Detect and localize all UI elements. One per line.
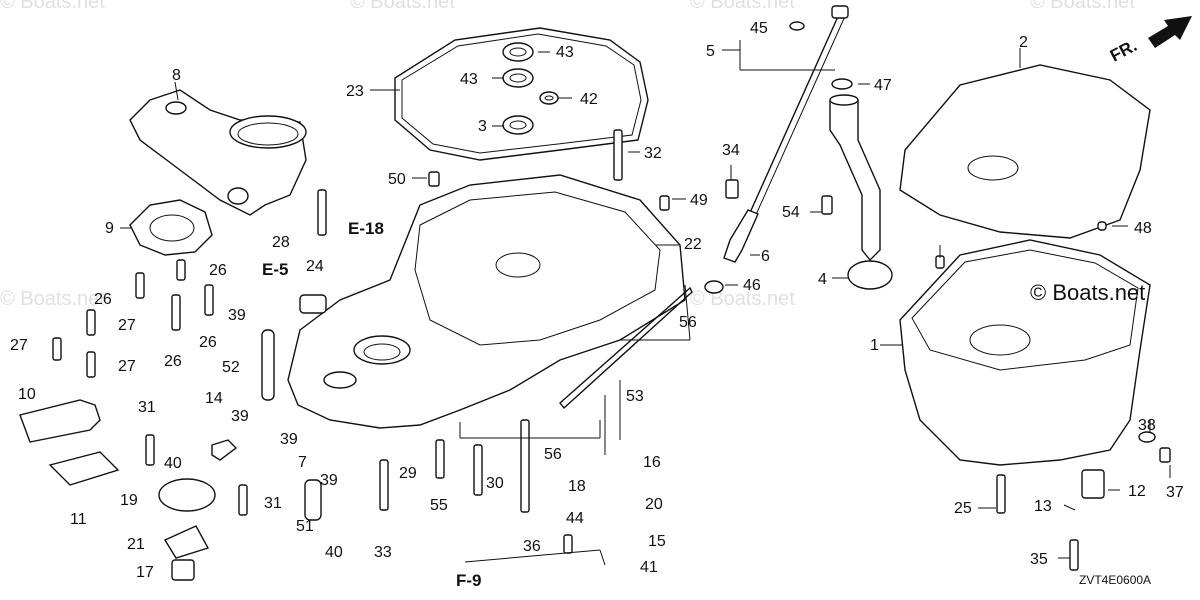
diagram-code: ZVT4E0600A (1079, 573, 1151, 587)
reference-f9: F-9 (456, 571, 482, 590)
callout-56: 56 (679, 314, 697, 331)
watermark-text: © Boats.net (0, 0, 105, 13)
callout-47: 47 (874, 77, 892, 94)
oil-pan-part (899, 239, 1151, 466)
oil-case-gasket-part (394, 27, 649, 161)
callout-53: 53 (626, 388, 644, 405)
callout-36: 36 (523, 538, 541, 555)
water-check-gasket-part (48, 451, 120, 486)
callout-26: 26 (209, 262, 227, 279)
callout-6: 6 (761, 248, 770, 265)
callout-21: 21 (127, 536, 145, 553)
callout-22: 22 (684, 236, 702, 253)
callout-20: 20 (645, 496, 663, 513)
callout-11: 11 (70, 511, 87, 528)
callout-7: 7 (298, 454, 307, 471)
callout-14: 14 (205, 390, 223, 407)
leader-lines (120, 40, 1171, 566)
callout-9: 9 (105, 220, 114, 237)
oil-dipstick-part (739, 11, 841, 236)
watermark-text: © Boats.net (350, 0, 455, 13)
callout-29: 29 (399, 465, 417, 482)
reference-e5: E-5 (262, 260, 288, 279)
callout-26c: 26 (164, 353, 182, 370)
front-arrow: FR. (1107, 16, 1192, 66)
callout-30: 30 (486, 475, 504, 492)
callout-19: 19 (120, 492, 138, 509)
water-check-part (19, 399, 101, 443)
callout-12: 12 (1128, 483, 1146, 500)
callout-43: 43 (556, 44, 574, 61)
callout-23: 23 (346, 83, 364, 100)
callout-16: 16 (643, 454, 661, 471)
callout-27c: 27 (118, 358, 136, 375)
callout-33: 33 (374, 544, 392, 561)
callout-24: 24 (306, 258, 324, 275)
callout-39c: 39 (280, 431, 298, 448)
oil-pan-gasket-part (899, 64, 1151, 239)
watermark-text: © Boats.net (0, 288, 105, 310)
callout-42: 42 (580, 91, 598, 108)
reference-labels: E-18 E-5 F-9 (262, 219, 482, 590)
callout-27: 27 (118, 317, 136, 334)
callout-51: 51 (296, 518, 314, 535)
callout-43b: 43 (460, 71, 478, 88)
callout-8: 8 (172, 67, 181, 84)
dipstick-guide-part (723, 209, 759, 263)
callout-26d: 26 (199, 334, 217, 351)
callout-25: 25 (954, 500, 972, 517)
callout-38: 38 (1138, 417, 1156, 434)
watermark-text: © Boats.net (1030, 0, 1135, 13)
callout-31: 31 (138, 399, 156, 416)
callout-41: 41 (640, 559, 658, 576)
callout-17: 17 (136, 564, 154, 581)
callout-15: 15 (648, 533, 666, 550)
callout-1: 1 (870, 337, 879, 354)
oil-case-part (287, 174, 686, 429)
front-arrow-label: FR. (1107, 36, 1140, 66)
callout-48: 48 (1134, 220, 1152, 237)
callout-49: 49 (690, 192, 708, 209)
callout-31b: 31 (264, 495, 282, 512)
callout-2: 2 (1019, 34, 1028, 51)
bolt-parts (52, 189, 1171, 571)
callout-39: 39 (228, 307, 246, 324)
callout-44: 44 (566, 510, 584, 527)
oil-strainer-part (829, 99, 881, 262)
callout-26b: 26 (94, 291, 112, 308)
callout-37: 37 (1166, 484, 1184, 501)
callout-50: 50 (388, 171, 406, 188)
callout-52: 52 (222, 359, 240, 376)
callout-35: 35 (1030, 551, 1048, 568)
callout-39b: 39 (231, 408, 249, 425)
watermark-text: © Boats.net (690, 0, 795, 13)
callout-40: 40 (164, 455, 182, 472)
callout-54: 54 (782, 204, 800, 221)
callout-40b: 40 (325, 544, 343, 561)
callout-labels: 1 2 3 4 5 6 7 8 9 10 11 12 13 14 15 16 1… (10, 20, 1184, 581)
callout-13: 13 (1034, 498, 1052, 515)
callout-18: 18 (568, 478, 586, 495)
reference-e18: E-18 (348, 219, 384, 238)
callout-32: 32 (644, 145, 662, 162)
callout-46: 46 (743, 277, 761, 294)
callout-55: 55 (430, 497, 448, 514)
callout-10: 10 (18, 386, 36, 403)
callout-3: 3 (478, 118, 487, 135)
callout-56b: 56 (544, 446, 562, 463)
callout-45: 45 (750, 20, 768, 37)
oil-seal-parts (502, 42, 559, 135)
water-tube-cover-part (129, 89, 307, 216)
callout-28: 28 (272, 234, 290, 251)
brand-mark: © Boats.net (1030, 280, 1145, 305)
callout-4: 4 (818, 271, 827, 288)
callout-39d: 39 (320, 472, 338, 489)
callout-5: 5 (706, 43, 715, 60)
callout-34: 34 (722, 142, 740, 159)
cover-gasket-part (129, 199, 213, 256)
callout-27b: 27 (10, 337, 28, 354)
